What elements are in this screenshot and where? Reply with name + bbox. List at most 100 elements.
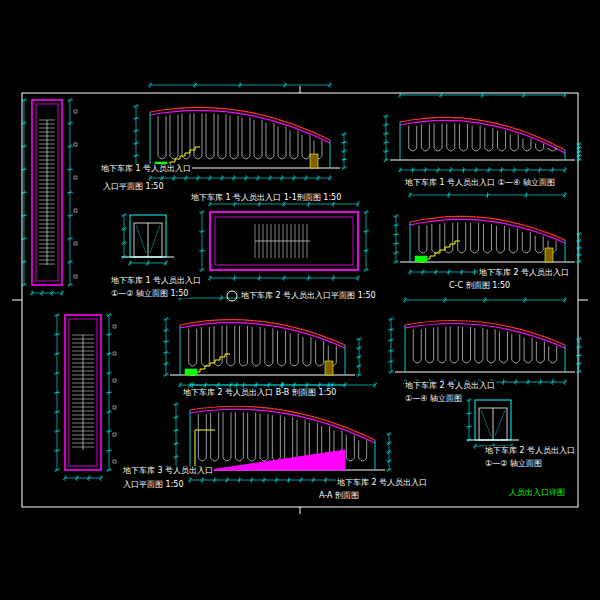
cad-line (72, 447, 94, 448)
cad-line (39, 204, 55, 205)
cad-line (72, 339, 94, 340)
cad-line (525, 168, 529, 172)
cad-line (390, 160, 575, 161)
wall-line (195, 430, 215, 470)
cad-line (342, 141, 346, 145)
cad-line (122, 213, 126, 217)
cad-line (576, 248, 582, 249)
cad-line (421, 270, 425, 274)
cad-line (68, 237, 72, 241)
cad-line (525, 297, 526, 303)
cad-line (357, 337, 361, 341)
cad-line (122, 241, 126, 245)
cad-line (22, 167, 26, 171)
cad-line (72, 375, 94, 376)
cad-line (325, 477, 326, 483)
roof-curve (190, 406, 375, 440)
cad-line (388, 319, 394, 320)
cad-line (166, 260, 167, 266)
cad-rect (130, 215, 166, 257)
cad-line (461, 269, 462, 275)
cad-rect (74, 176, 77, 179)
cad-line (448, 192, 449, 198)
cad-line (327, 383, 331, 387)
cad-line (283, 83, 287, 87)
ramp-fill (210, 450, 345, 470)
cad-line (220, 176, 224, 180)
cad-line (342, 166, 346, 170)
cad-line (441, 92, 442, 98)
cad-line (565, 92, 566, 98)
mullion (487, 329, 495, 363)
cad-line (449, 168, 453, 172)
cad-line (434, 270, 438, 274)
cad-line (39, 160, 55, 161)
cad-line (357, 373, 361, 377)
cad-line (357, 346, 361, 350)
cad-line (423, 168, 427, 172)
cad-line (577, 232, 581, 236)
cad-line (246, 175, 247, 181)
cad-line (576, 255, 582, 256)
mullion (359, 440, 367, 461)
cad-line (106, 392, 112, 393)
cad-line (62, 290, 63, 296)
cad-rect (210, 212, 358, 270)
cad-line (234, 383, 238, 387)
cad-line (160, 176, 164, 180)
cad-line (425, 167, 426, 173)
mullion (472, 126, 480, 151)
cad-line (383, 124, 389, 125)
cad-line (39, 208, 55, 209)
cad-line (389, 349, 393, 353)
cad-line (394, 260, 398, 264)
cad-line (39, 136, 55, 137)
cad-line (552, 379, 553, 385)
cad-rect (113, 460, 116, 463)
mullion (475, 328, 483, 363)
cad-line (39, 256, 55, 257)
cad-line (576, 355, 582, 356)
cad-line (68, 144, 72, 148)
cad-line (200, 478, 204, 482)
cad-line (445, 297, 446, 303)
cad-line (487, 168, 491, 172)
cad-line (55, 449, 59, 453)
mullion (524, 338, 532, 363)
cad-line (363, 270, 369, 271)
cad-line (134, 154, 138, 158)
mullion (512, 334, 520, 363)
cad-line (435, 269, 436, 275)
cad-line (485, 297, 486, 303)
cad-line (164, 351, 168, 355)
cad-line (133, 118, 139, 119)
cad-line (39, 176, 55, 177)
cad-line (384, 140, 388, 144)
cad-line (422, 269, 423, 275)
cad-line (174, 455, 178, 459)
cad-line (443, 298, 447, 302)
mullion (278, 126, 286, 159)
cad-line (264, 477, 265, 483)
drawing-title: 地下车库 3 号人员出入口 (122, 466, 214, 475)
cad-rect (22, 93, 578, 507)
cad-line (467, 411, 471, 415)
cad-line (128, 261, 132, 265)
cad-line (294, 175, 295, 181)
cad-line (54, 450, 60, 451)
cad-line (577, 337, 581, 341)
cad-line (67, 215, 73, 216)
cad-line (393, 252, 399, 253)
cad-line (39, 248, 55, 249)
cad-line (178, 383, 182, 387)
mullion (496, 226, 504, 253)
cad-line (54, 411, 60, 412)
cad-rect (113, 433, 116, 436)
roof-curve (180, 323, 345, 348)
arch-canopy-section (393, 192, 582, 275)
cad-line (280, 176, 284, 180)
cad-line (54, 373, 60, 374)
drawing-title: A-A 剖面图 (318, 491, 360, 500)
cad-line (164, 317, 168, 321)
cad-line (106, 334, 112, 335)
